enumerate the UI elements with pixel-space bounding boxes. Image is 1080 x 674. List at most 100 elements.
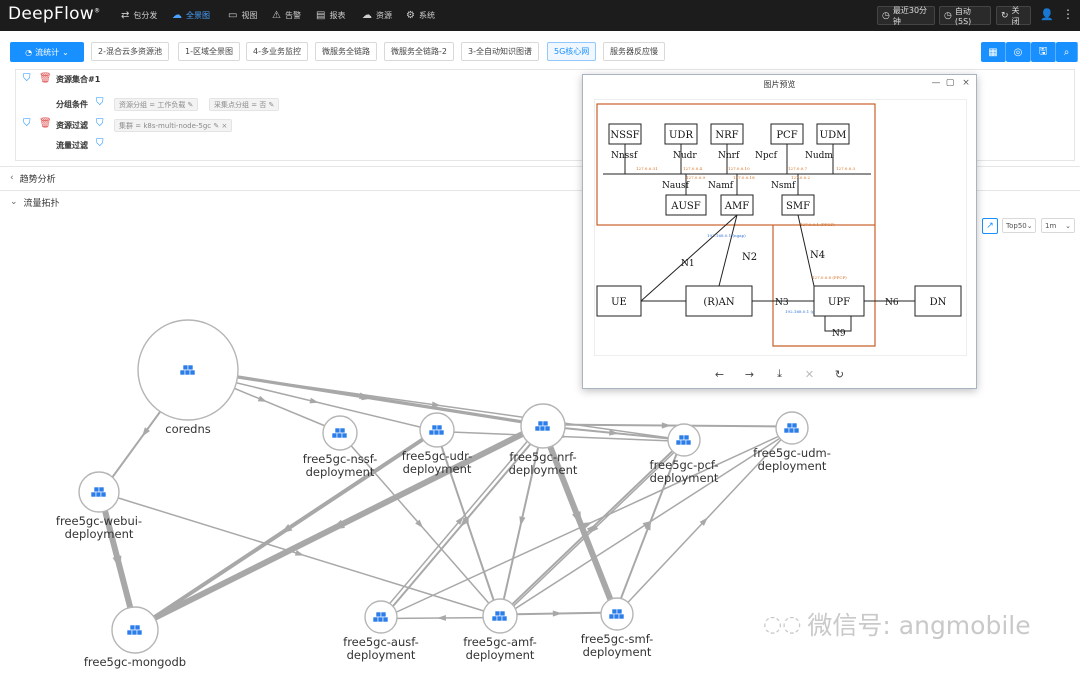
traffic-edge[interactable]	[498, 611, 616, 616]
edge-arrow	[589, 524, 599, 533]
maximize-icon[interactable]: ▢	[945, 78, 955, 88]
save-icon[interactable]: 🖫	[1031, 42, 1056, 62]
filter-icon[interactable]: ⛉	[23, 118, 31, 129]
ip-label: 127.0.0.4	[683, 166, 703, 171]
node-udm[interactable]	[775, 411, 809, 445]
filter-add-icon[interactable]: ⛉	[96, 118, 104, 129]
nav-view[interactable]: ▭ 视图	[228, 10, 258, 21]
traffic-edge[interactable]	[382, 616, 502, 620]
clock-icon: ◷	[882, 10, 890, 21]
workload-icon	[90, 486, 107, 498]
next-icon[interactable]: →	[744, 367, 755, 381]
target-icon[interactable]: ◎	[1006, 42, 1031, 62]
node-nrf[interactable]	[520, 403, 566, 449]
group-chip[interactable]: 采集点分组 = 否 ✎	[209, 98, 280, 111]
node-pcf[interactable]	[667, 423, 701, 457]
ue-box-label: UE	[611, 297, 627, 308]
node-label-line: free5gc-udm-	[753, 446, 831, 460]
cloud-icon: ☁	[172, 10, 182, 21]
nav-resource[interactable]: ☁ 资源	[362, 10, 392, 21]
edge-arrow	[455, 516, 464, 525]
edge-arrow	[431, 401, 441, 408]
nf-box-label: AMF	[724, 201, 749, 212]
cluster-chip[interactable]: 集群 = k8s-multi-node-5gc ✎ ×	[114, 119, 233, 132]
close-icon[interactable]: ×	[962, 78, 970, 88]
interval-select[interactable]: 1m⌄	[1041, 218, 1075, 233]
node-smf[interactable]	[600, 597, 634, 631]
tab-knowledge-graph[interactable]: 3-全自动知识图谱	[461, 42, 539, 61]
node-label-line: free5gc-nrf-	[509, 450, 577, 464]
fullscreen-icon: ✕	[804, 367, 815, 381]
nav-report[interactable]: ▤ 报表	[316, 10, 346, 21]
node-amf[interactable]	[482, 598, 518, 634]
tab-server-slow[interactable]: 服务器反应慢	[603, 42, 665, 61]
layout-icon[interactable]: ▦	[981, 42, 1006, 62]
filter-add-icon[interactable]: ⛉	[96, 97, 104, 108]
node-ausf[interactable]	[364, 600, 398, 634]
nav-panorama[interactable]: ☁ 全景图	[172, 10, 210, 21]
ip-label: 192.168.0.1 (ngap)	[707, 233, 746, 238]
edge-arrow	[257, 395, 268, 402]
filter-add-icon[interactable]: ⛉	[96, 138, 104, 149]
traffic-topology-section[interactable]: ⌄ 流量拓扑	[0, 190, 1080, 213]
node-label-line: deployment	[402, 462, 472, 476]
tab-5g-core[interactable]: 5G核心网	[547, 42, 597, 61]
node-mongodb[interactable]	[111, 606, 159, 654]
topn-select[interactable]: Top50⌄	[1002, 218, 1036, 233]
traffic-edge[interactable]	[541, 423, 791, 428]
node-label: free5gc-smf-deployment	[557, 633, 677, 659]
delete-icon[interactable]: 🗑	[39, 73, 52, 84]
minimize-icon[interactable]: —	[931, 78, 941, 88]
ip-label: 127.0.0.3	[836, 166, 856, 171]
nav-package-distribution[interactable]: ⇄ 包分发	[121, 10, 158, 21]
prev-icon[interactable]: ←	[714, 367, 725, 381]
upf-box-label: UPF	[828, 297, 850, 308]
node-nssf[interactable]	[322, 415, 358, 451]
edge-arrow	[309, 397, 319, 404]
tab-microservice-trace[interactable]: 微服务全链路	[315, 42, 377, 61]
user-icon[interactable]: 👤	[1040, 8, 1054, 21]
auto-refresh-button[interactable]: ◷ 自动(5S)	[939, 6, 991, 26]
edge-arrow	[552, 610, 563, 617]
traffic-edge[interactable]	[187, 369, 544, 427]
deepflow-logo[interactable]: DeepFlow®	[8, 4, 101, 24]
interface-label: Namf	[708, 181, 734, 191]
edge-arrow	[642, 520, 652, 529]
node-label-line: free5gc-amf-	[463, 635, 537, 649]
search-icon[interactable]: ⌕	[1056, 42, 1078, 62]
trend-analysis-section[interactable]: ‹ 趋势分析	[0, 166, 1080, 189]
close-refresh-button[interactable]: ↻ 关闭	[996, 6, 1031, 26]
interface-label: Npcf	[755, 151, 778, 161]
delete-icon[interactable]: 🗑	[39, 118, 52, 129]
edge-arrow	[609, 429, 619, 436]
interface-label: Nsmf	[771, 181, 796, 191]
traffic-edge[interactable]	[186, 367, 542, 426]
tab-multi-service[interactable]: 4-多业务监控	[246, 42, 308, 61]
tab-hybrid-cloud[interactable]: 2-混合云多资源池	[91, 42, 169, 61]
tab-microservice-trace-2[interactable]: 微服务全链路-2	[384, 42, 454, 61]
nav-alert[interactable]: ⚠ 告警	[272, 10, 301, 21]
node-webui[interactable]	[78, 471, 120, 513]
warning-icon: ⚠	[272, 10, 281, 21]
traffic-edge[interactable]	[98, 491, 501, 617]
rotate-icon[interactable]: ↻	[834, 367, 845, 381]
nav-system[interactable]: ⚙ 系统	[406, 10, 435, 21]
n9-loop	[824, 315, 852, 332]
traffic-edge[interactable]	[542, 425, 685, 441]
chart-icon: ◔	[25, 47, 33, 57]
traffic-edge[interactable]	[438, 430, 686, 443]
more-menu-icon[interactable]: ⋮	[1062, 7, 1074, 21]
node-label-line: coredns	[165, 422, 211, 436]
node-coredns[interactable]	[137, 319, 239, 421]
tab-region-panorama[interactable]: 1-区域全景图	[178, 42, 240, 61]
download-icon[interactable]: ⤓	[777, 367, 782, 380]
chart-icon[interactable]: ↗	[982, 218, 998, 234]
group-chip[interactable]: 资源分组 = 工作负载 ✎	[114, 98, 199, 111]
flow-stats-dropdown[interactable]: ◔ 流统计 ⌄	[10, 42, 84, 62]
dn-box	[914, 285, 962, 317]
filter-icon[interactable]: ⛉	[23, 73, 31, 84]
time-range-button[interactable]: ◷ 最近30分钟	[877, 6, 935, 26]
interface-label: N1	[681, 259, 695, 269]
node-udr[interactable]	[419, 412, 455, 448]
